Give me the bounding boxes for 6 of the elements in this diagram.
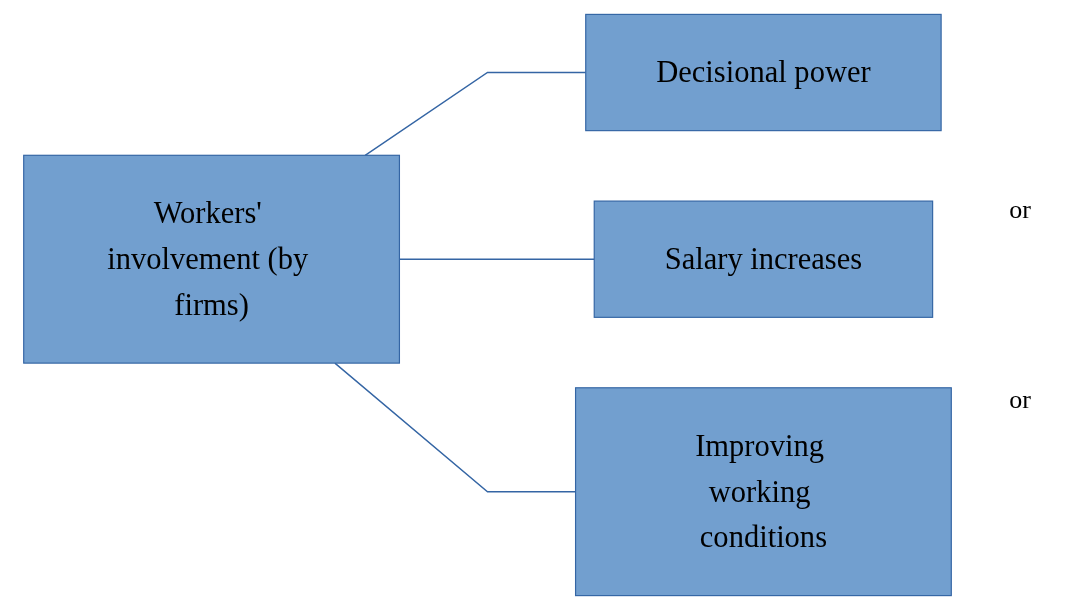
node-box: Salary increases bbox=[593, 200, 934, 318]
note-text: or bbox=[1009, 194, 1031, 225]
note-text: or bbox=[1009, 384, 1031, 415]
node-box: Improving working conditions bbox=[574, 386, 952, 596]
node-box: Decisional power bbox=[585, 13, 942, 131]
node-box: Workers' involvement (by firms) bbox=[23, 154, 401, 364]
